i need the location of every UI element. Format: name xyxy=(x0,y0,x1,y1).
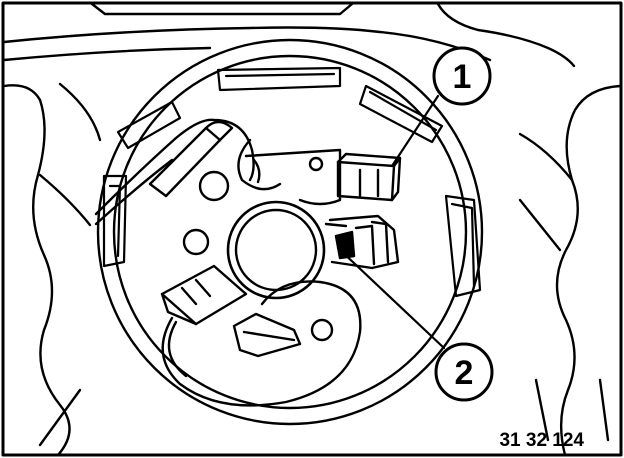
contact-spring-clip xyxy=(324,214,400,270)
center-hub xyxy=(226,200,326,300)
lower-cam xyxy=(232,312,302,358)
lower-wire-loop xyxy=(161,280,362,407)
horn-cable xyxy=(94,118,261,226)
leader-line-1 xyxy=(390,94,440,168)
ring-slots xyxy=(102,66,482,298)
figure-reference-number: 31 32 124 xyxy=(499,430,584,451)
callout-leaders xyxy=(336,94,446,350)
connector-plug xyxy=(336,152,402,202)
inner-plate xyxy=(182,138,342,342)
callout-2-label: 2 xyxy=(455,354,474,392)
callout-1: 1 xyxy=(432,46,492,106)
wheel-hub xyxy=(96,38,484,426)
callout-2: 2 xyxy=(434,342,494,402)
callout-1-label: 1 xyxy=(453,58,472,96)
leader-line-2 xyxy=(336,246,446,350)
lower-connector xyxy=(160,264,248,326)
